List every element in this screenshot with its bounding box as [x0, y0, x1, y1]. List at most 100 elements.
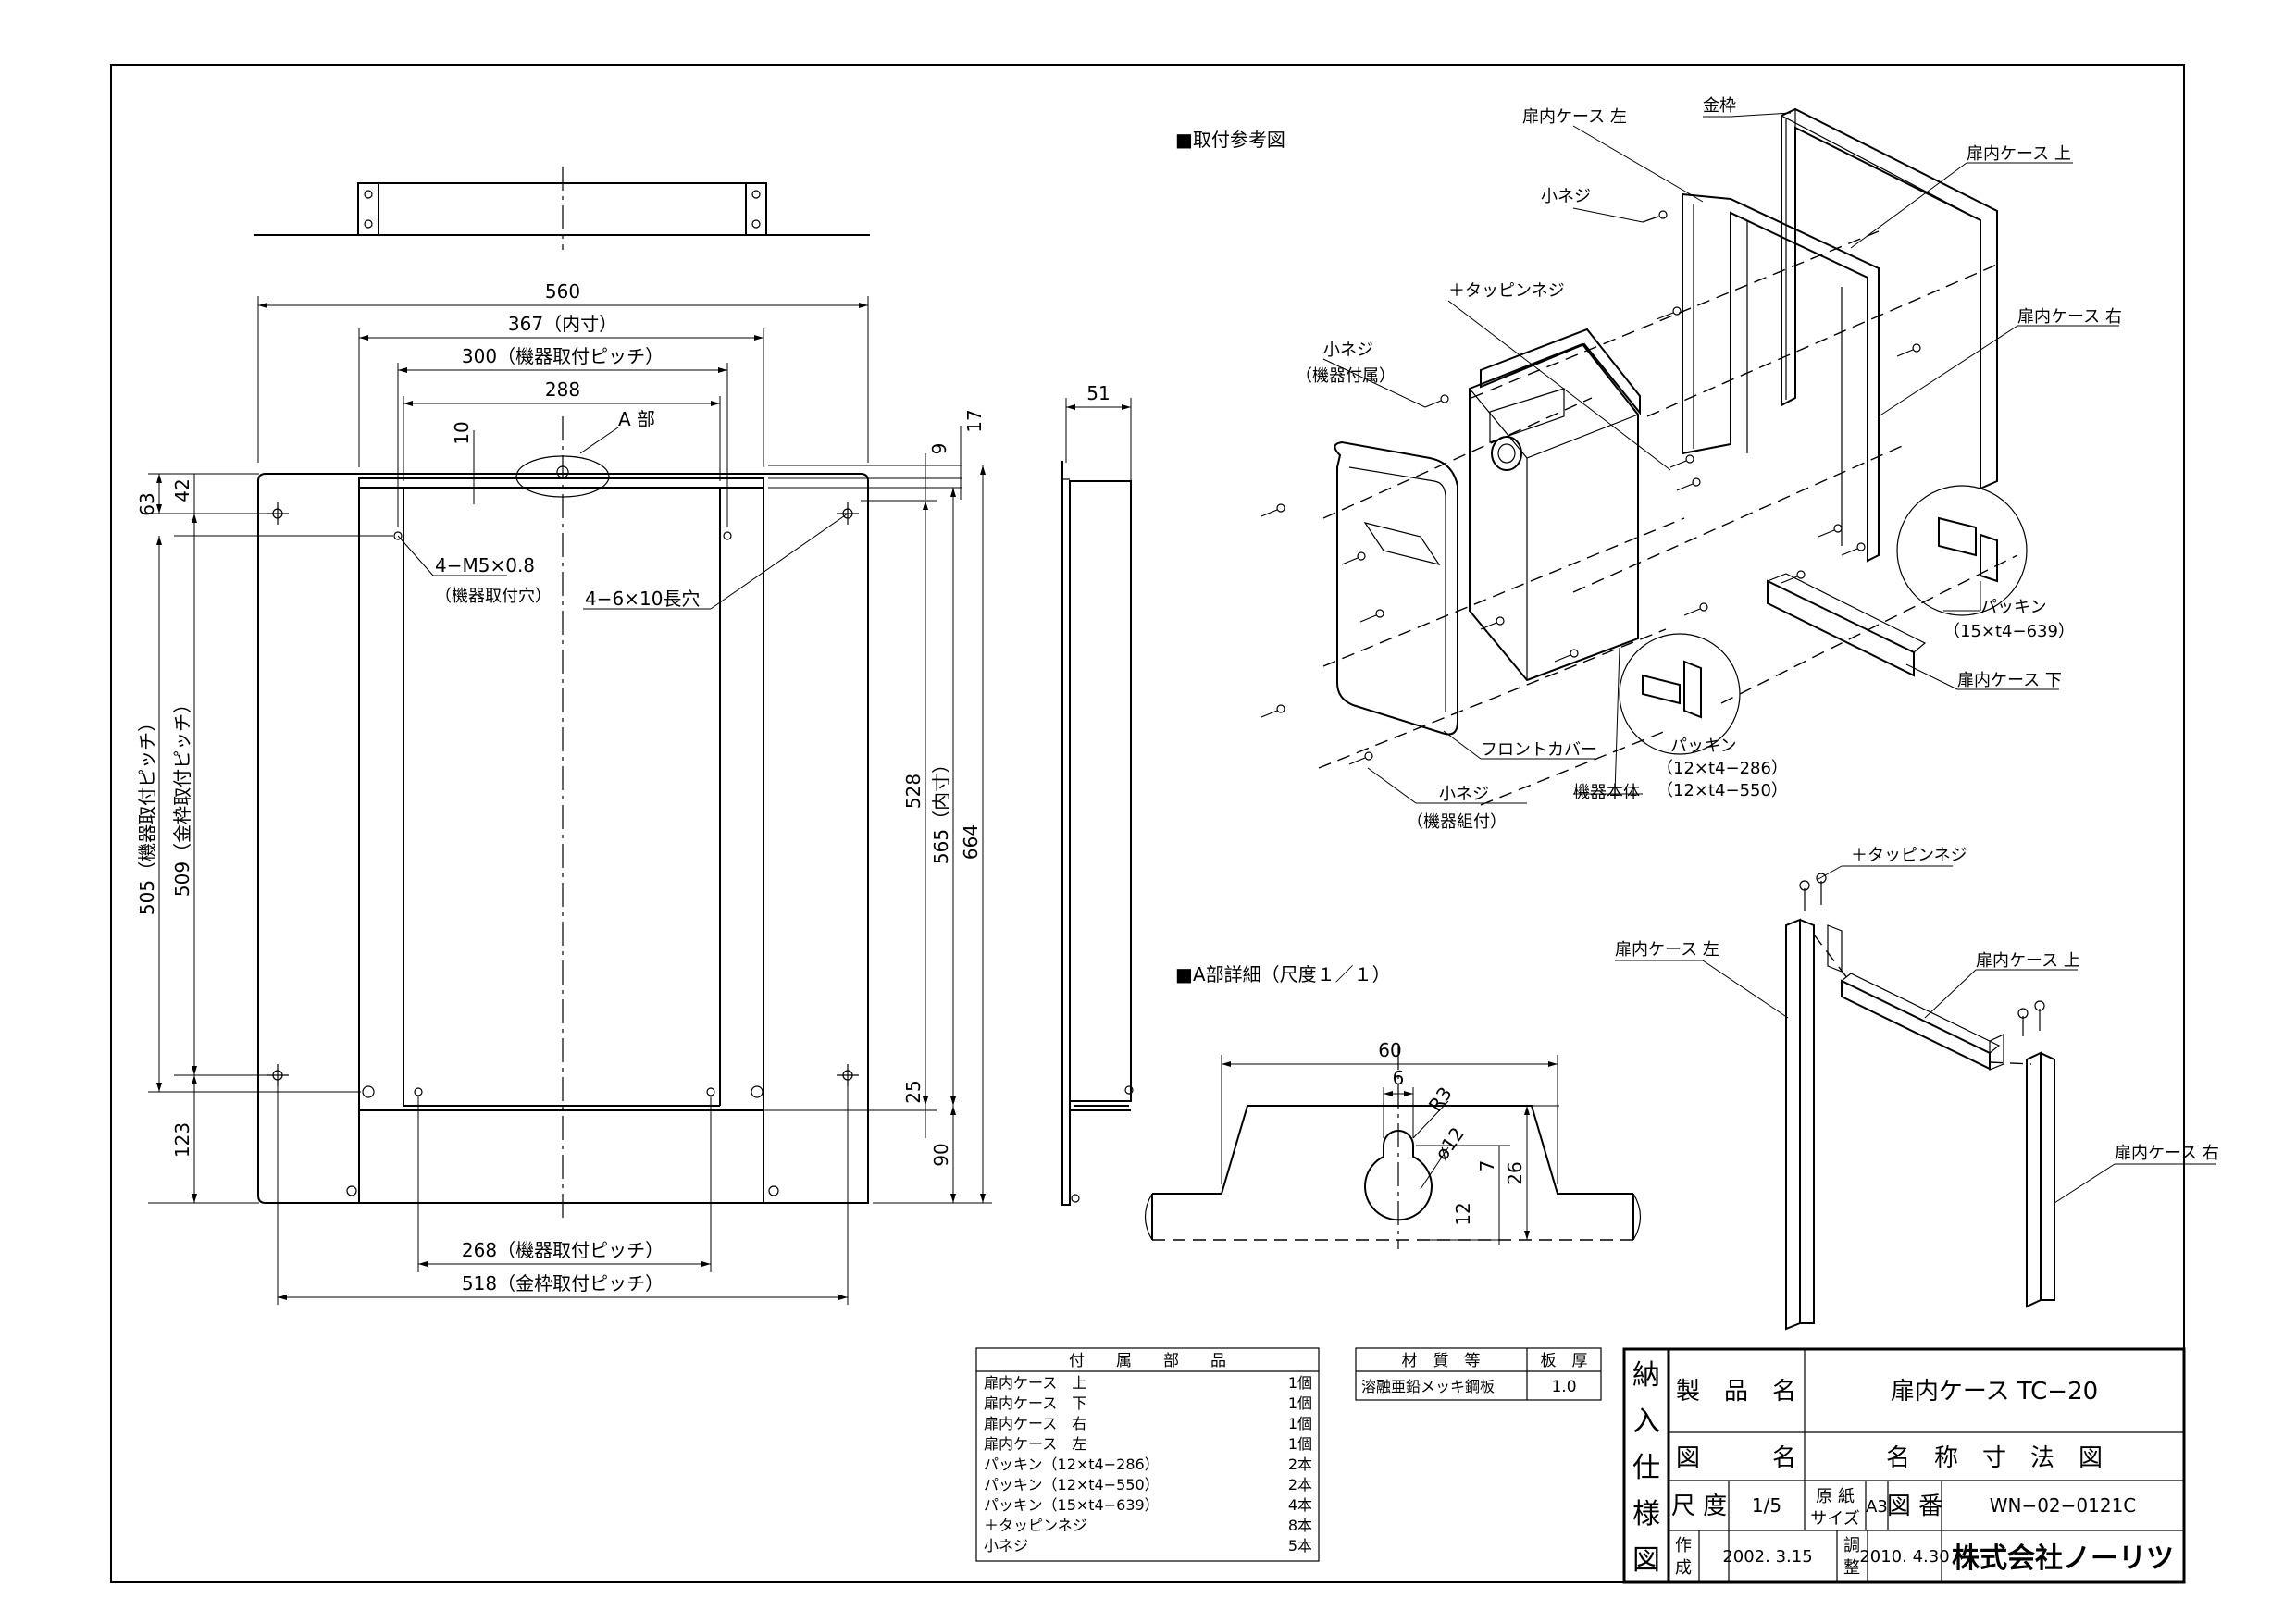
iso-label-koneji-kumi-sub: （機器組付）	[1407, 812, 1507, 832]
detail-title: ■A部詳細（尺度１／１）	[1175, 963, 1391, 985]
asm-label-case-left: 扉内ケース 左	[1615, 940, 1719, 960]
iso-label-koneji-kumi: 小ネジ	[1439, 785, 1489, 804]
detail-dim-r3: R3	[1424, 1083, 1457, 1116]
dim-17: 17	[963, 409, 986, 432]
parts-row-qty: 2本	[1288, 1476, 1312, 1493]
adjusted-label-2: 整	[1843, 1558, 1860, 1578]
a-detail-view: ■A部詳細（尺度１／１） 60 6 R3 ø12 7 12 26	[1144, 963, 1642, 1249]
created-date: 2002. 3.15	[1722, 1547, 1812, 1567]
label-m5: 4−M5×0.8	[435, 554, 535, 576]
side-label-5: 図	[1632, 1544, 1660, 1577]
iso-label-kanawaku: 金枠	[1703, 96, 1736, 116]
parts-row-name: パッキン（15×t4−639）	[984, 1496, 1160, 1514]
iso-label-koneji-equip: 小ネジ	[1323, 341, 1373, 360]
material-header: 材 質 等	[1402, 1352, 1481, 1370]
paper-value: A3	[1866, 1497, 1888, 1517]
top-plan-view	[254, 167, 870, 250]
side-view: 51	[1061, 382, 1134, 1206]
iso-label-front-cover: フロントカバー	[1481, 740, 1597, 760]
dim-528: 528	[902, 774, 925, 809]
material-table: 材 質 等 板 厚 溶融亜鉛メッキ鋼板 1.0	[1355, 1347, 1602, 1401]
dim-509: 509（金枠取付ピッチ）	[171, 695, 193, 897]
dim-25: 25	[902, 1080, 925, 1103]
dim-288: 288	[545, 378, 580, 401]
parts-row-name: パッキン（12×t4−550）	[984, 1476, 1160, 1493]
iso-label-case-right: 扉内ケース 右	[2017, 307, 2122, 327]
paper-label-2: サイズ	[1810, 1509, 1859, 1529]
dim-300: 300（機器取付ピッチ）	[462, 345, 664, 367]
parts-row-name: ＋タッピンネジ	[984, 1517, 1087, 1534]
asm-label-case-top: 扉内ケース 上	[1976, 951, 2080, 971]
dim-42: 42	[171, 478, 193, 502]
parts-row-name: 小ネジ	[984, 1537, 1028, 1555]
sheet-border	[110, 64, 2185, 1583]
side-label-3: 仕	[1632, 1452, 1660, 1484]
number-label: 図 番	[1887, 1493, 1942, 1520]
product-name-label: 製 品 名	[1676, 1378, 1796, 1406]
parts-row-qty: 1個	[1288, 1394, 1312, 1412]
thickness-value: 1.0	[1551, 1378, 1576, 1396]
dim-63: 63	[136, 492, 158, 515]
material-value: 溶融亜鉛メッキ鋼板	[1361, 1378, 1495, 1395]
dim-9: 9	[928, 443, 950, 455]
created-label-1: 作	[1675, 1536, 1692, 1555]
iso-label-packing2-sub2: （12×t4−550）	[1657, 781, 1788, 800]
iso-label-case-bottom: 扉内ケース 下	[1957, 671, 2062, 690]
iso-screws	[1260, 210, 1921, 765]
title-block: 納 入 仕 様 図 製 品 名 扉内ケース TC−20 図 名 名 称 寸 法 …	[1622, 1347, 2186, 1584]
iso-title: ■取付参考図	[1175, 129, 1285, 151]
front-view: 560 367（内寸） 300（機器取付ピッチ） 288 10 A 部 9 17…	[136, 167, 992, 1305]
side-label-2: 入	[1632, 1406, 1660, 1438]
parts-row-qty: 5本	[1288, 1537, 1312, 1555]
parts-table-header: 付 属 部 品	[1069, 1352, 1226, 1370]
detail-dim-12: 12	[1452, 1202, 1474, 1225]
iso-label-koneji: 小ネジ	[1541, 187, 1591, 206]
iso-label-packing2: パッキン	[1670, 737, 1736, 756]
parts-row-name: 扉内ケース 上	[984, 1374, 1086, 1392]
detail-dim-60: 60	[1378, 1039, 1401, 1061]
detail-dim-phi12: ø12	[1431, 1123, 1469, 1165]
dim-90: 90	[930, 1143, 952, 1166]
parts-row-qty: 4本	[1288, 1496, 1312, 1514]
label-slot: 4−6×10長穴	[585, 588, 700, 610]
drawing-name: 名 称 寸 法 図	[1886, 1444, 2103, 1472]
dim-505: 505（機器取付ピッチ）	[136, 713, 158, 915]
parts-row-name: パッキン（12×t4−286）	[984, 1456, 1160, 1473]
iso-label-packing1: パッキン	[1980, 598, 2046, 617]
thickness-header: 板 厚	[1541, 1352, 1588, 1370]
drawing-number: WN−02−0121C	[1990, 1494, 2137, 1517]
parts-row-qty: 1個	[1288, 1374, 1312, 1392]
scale-label: 尺 度	[1671, 1493, 1727, 1520]
parts-row-qty: 8本	[1288, 1517, 1312, 1534]
created-label-2: 成	[1675, 1558, 1692, 1578]
dim-367: 367（内寸）	[508, 313, 617, 335]
detail-dim-26: 26	[1504, 1161, 1526, 1184]
label-a-part: A 部	[618, 408, 655, 430]
product-name: 扉内ケース TC−20	[1891, 1378, 2098, 1406]
iso-label-packing2-sub1: （12×t4−286）	[1657, 759, 1788, 778]
adjusted-label-1: 調	[1843, 1536, 1860, 1555]
iso-label-tapping: ＋タッピンネジ	[1448, 281, 1565, 301]
parts-row-qty: 2本	[1288, 1456, 1312, 1473]
paper-label-1: 原 紙	[1816, 1487, 1855, 1506]
iso-label-packing1-sub: （15×t4−639）	[1943, 622, 2075, 641]
parts-row-name: 扉内ケース 左	[984, 1435, 1086, 1453]
parts-row-qty: 1個	[1288, 1435, 1312, 1453]
side-label-1: 納	[1632, 1359, 1660, 1392]
dim-123: 123	[171, 1122, 193, 1158]
dim-10: 10	[451, 421, 473, 444]
scale-value: 1/5	[1752, 1494, 1781, 1517]
dim-518: 518（金枠取付ピッチ）	[462, 1272, 664, 1295]
parts-row-name: 扉内ケース 下	[984, 1394, 1086, 1412]
dim-51: 51	[1086, 382, 1110, 404]
asm-label-tapping: ＋タッピンネジ	[1851, 846, 1967, 865]
dim-560: 560	[545, 280, 580, 303]
iso-label-case-left: 扉内ケース 左	[1522, 107, 1627, 127]
drawing-name-label: 図 名	[1676, 1444, 1796, 1472]
dim-268: 268（機器取付ピッチ）	[462, 1239, 664, 1261]
iso-label-case-top: 扉内ケース 上	[1967, 144, 2071, 164]
parts-row-name: 扉内ケース 右	[984, 1415, 1086, 1432]
dim-664: 664	[960, 824, 982, 860]
